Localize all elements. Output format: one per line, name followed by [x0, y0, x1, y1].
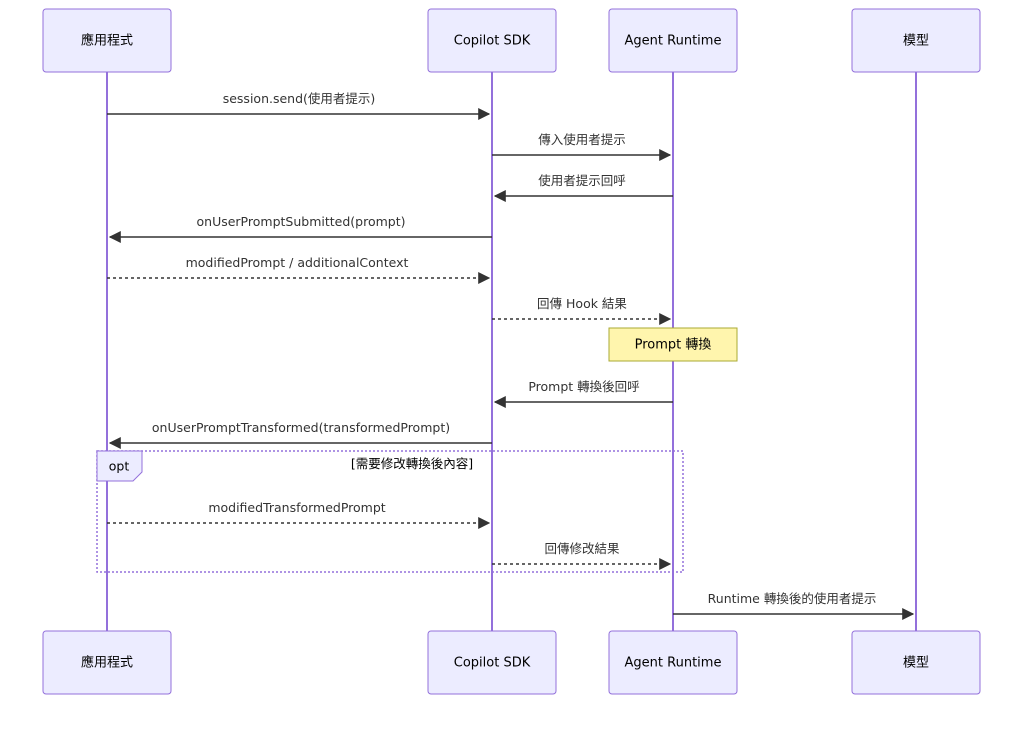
opt-frame	[96, 450, 684, 573]
message-3-label: 使用者提示回呼	[538, 173, 626, 188]
actor-model-label: 模型	[903, 34, 929, 49]
message-2: 傳入使用者提示	[492, 132, 672, 161]
opt-label: opt	[109, 459, 130, 474]
actor-runtime-label-bottom: Agent Runtime	[625, 656, 722, 671]
message-8-label: onUserPromptTransformed(transformedPromp…	[152, 420, 450, 435]
message-6-label: 回傳 Hook 結果	[537, 296, 627, 311]
message-9-label: modifiedTransformedPrompt	[208, 500, 385, 515]
actor-app-label: 應用程式	[81, 33, 133, 49]
message-7: Prompt 轉換後回呼	[493, 379, 673, 408]
message-11-label: Runtime 轉換後的使用者提示	[708, 591, 877, 606]
actor-app-top: 應用程式	[42, 8, 172, 73]
opt-label-box	[96, 450, 143, 482]
message-10-label: 回傳修改結果	[544, 541, 620, 556]
message-10: 回傳修改結果	[492, 541, 672, 570]
actor-model-top: 模型	[851, 8, 981, 73]
actor-runtime-bottom: Agent Runtime	[608, 630, 738, 695]
actor-model-label-bottom: 模型	[903, 656, 929, 671]
note-prompt-transform: Prompt 轉換	[608, 327, 738, 362]
actor-runtime-label: Agent Runtime	[625, 34, 722, 49]
actor-sdk-top: Copilot SDK	[427, 8, 557, 73]
actor-runtime-top: Agent Runtime	[608, 8, 738, 73]
actor-sdk-label: Copilot SDK	[454, 34, 531, 49]
message-3: 使用者提示回呼	[493, 173, 673, 202]
opt-fragment: opt [需要修改轉換後內容]	[96, 450, 684, 573]
note-label: Prompt 轉換	[635, 338, 712, 353]
opt-condition: [需要修改轉換後內容]	[351, 456, 473, 471]
actor-model-bottom: 模型	[851, 630, 981, 695]
actor-app-bottom: 應用程式	[42, 630, 172, 695]
note-box	[608, 327, 738, 362]
actor-sdk-label-bottom: Copilot SDK	[454, 656, 531, 671]
message-7-label: Prompt 轉換後回呼	[528, 379, 639, 394]
actor-app-label-bottom: 應用程式	[81, 655, 133, 671]
message-1-label: session.send(使用者提示)	[223, 91, 376, 106]
message-2-label: 傳入使用者提示	[538, 132, 626, 147]
message-11: Runtime 轉換後的使用者提示	[673, 591, 915, 620]
message-6: 回傳 Hook 結果	[492, 296, 672, 325]
message-5-label: modifiedPrompt / additionalContext	[186, 255, 409, 270]
message-5: modifiedPrompt / additionalContext	[107, 255, 491, 284]
message-9: modifiedTransformedPrompt	[107, 500, 491, 529]
actor-sdk-bottom: Copilot SDK	[427, 630, 557, 695]
message-8: onUserPromptTransformed(transformedPromp…	[108, 420, 492, 449]
message-4: onUserPromptSubmitted(prompt)	[108, 214, 492, 243]
message-4-label: onUserPromptSubmitted(prompt)	[197, 214, 406, 229]
message-1: session.send(使用者提示)	[107, 91, 491, 120]
